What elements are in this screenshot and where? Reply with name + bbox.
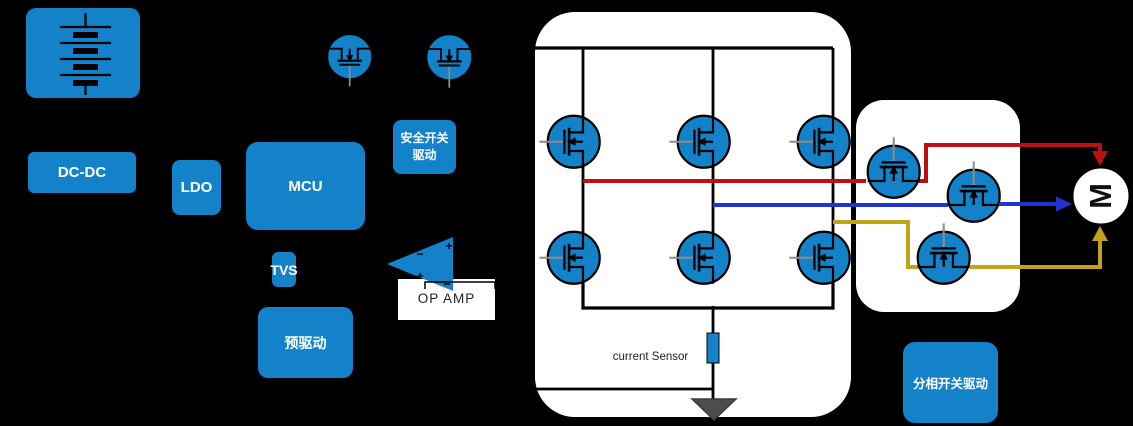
mosfet-icon	[789, 112, 853, 171]
mosfet-icon	[669, 112, 733, 171]
opamp-minus-sign: −	[416, 247, 424, 261]
motor-label: M	[1083, 183, 1118, 209]
tvs-node: TVS	[270, 252, 298, 287]
mosfet-icon	[864, 137, 923, 201]
mosfet-icon	[914, 223, 973, 287]
inverter-bridge-panel	[533, 10, 853, 419]
tvs-label: TVS	[270, 261, 298, 278]
current-sensor-label: current Sensor	[612, 351, 689, 363]
mosfet-icon	[423, 31, 476, 88]
safety-switch-driver-label: 安全开关驱动	[400, 130, 449, 162]
mcu-node: MCU	[246, 142, 365, 230]
current-sensor-shunt	[706, 332, 720, 364]
pre-driver-node: 预驱动	[258, 307, 353, 378]
mosfet-icon	[539, 228, 603, 287]
mosfet-icon	[944, 161, 1003, 225]
mosfet-icon	[789, 228, 853, 287]
dc-bus-wires	[534, 46, 835, 399]
opamp-connector	[424, 281, 496, 289]
ldo-label: LDO	[180, 179, 213, 196]
dcdc-label: DC-DC	[57, 164, 107, 181]
safety-switch-driver-node: 安全开关驱动	[393, 120, 456, 174]
motor-circle	[1070, 165, 1132, 227]
pre-driver-label: 预驱动	[284, 334, 327, 351]
battery-node	[26, 8, 140, 98]
mosfet-icon	[539, 112, 603, 171]
phase-u-wire-red	[583, 143, 1108, 183]
phase-v-wire-blue	[713, 196, 1072, 212]
dcdc-node: DC-DC	[28, 152, 136, 193]
opamp-plus-sign: +	[445, 239, 453, 253]
opamp-label: OP AMP	[417, 291, 476, 306]
mosfet-icon	[669, 228, 733, 287]
ldo-node: LDO	[172, 160, 221, 215]
mosfet-icon	[324, 31, 375, 87]
mcu-label: MCU	[288, 177, 323, 195]
opamp-triangle	[387, 237, 453, 291]
phase-w-wire-yellow	[833, 220, 1108, 269]
opamp-plus-sign: +	[416, 269, 424, 283]
opamp-minus-sign: −	[443, 277, 451, 291]
battery-icon	[60, 13, 111, 95]
ground-icon	[690, 398, 738, 422]
phase-switch-driver-node: 分相开关驱动	[903, 342, 998, 423]
phase-switch-driver-label: 分相开关驱动	[912, 377, 988, 391]
